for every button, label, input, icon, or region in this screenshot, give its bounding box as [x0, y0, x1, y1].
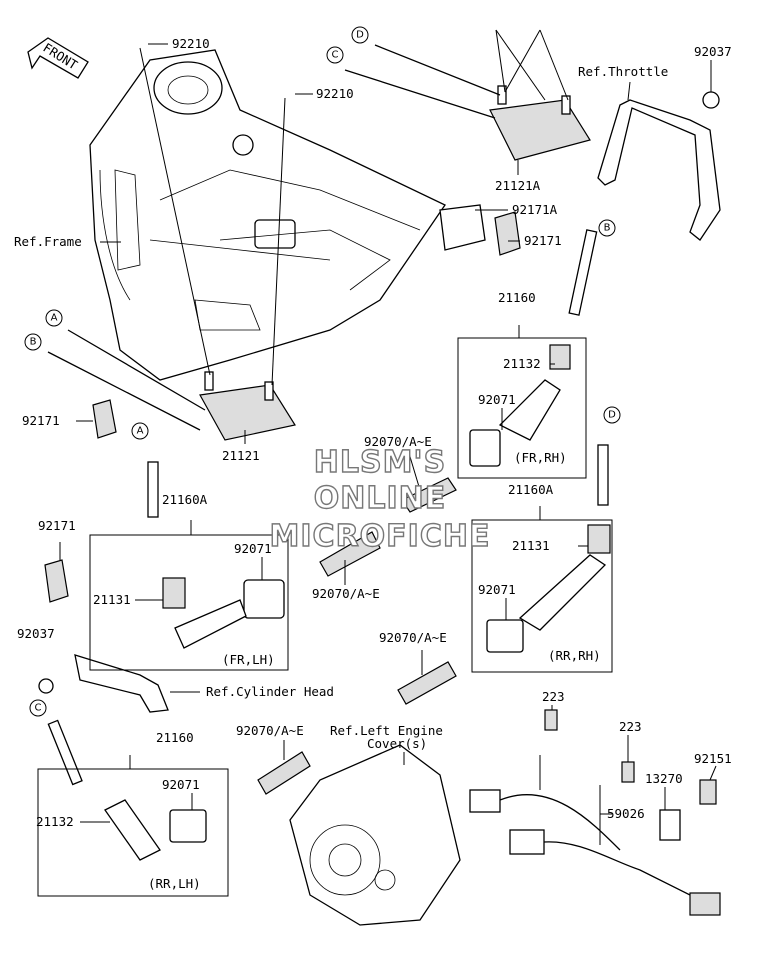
frame-illustration [89, 49, 446, 381]
label-rr-lh: (RR,LH) [148, 876, 201, 891]
ignition-coil-21121 [199, 371, 296, 441]
label-92037-top: 92037 [694, 44, 732, 59]
label-223-a: 223 [542, 689, 565, 704]
left-engine-cover [289, 744, 461, 926]
spark-plug-c [397, 661, 457, 705]
label-21121: 21121 [222, 448, 260, 463]
callout-c1: C [326, 46, 344, 64]
label-21160A-left: 21160A [162, 492, 208, 507]
label-21160-top: 21160 [498, 290, 536, 305]
leader-lines [59, 29, 717, 845]
holder-92171-right [494, 211, 521, 256]
watermark-line-3: MICROFICHE [270, 519, 491, 554]
label-fr-rh: (FR,RH) [514, 450, 567, 465]
label-92171A: 92171A [512, 202, 558, 217]
label-ref-frame: Ref.Frame [14, 234, 82, 249]
label-rr-rh: (RR,RH) [548, 648, 601, 663]
bolt-223-a [544, 709, 558, 731]
label-92071-top: 92071 [478, 392, 516, 407]
svg-text:A: A [137, 426, 144, 437]
label-ref-cylinder-head: Ref.Cylinder Head [206, 684, 334, 699]
label-92071-left: 92071 [234, 541, 272, 556]
label-13270: 13270 [645, 771, 683, 786]
label-ref-throttle: Ref.Throttle [578, 64, 668, 79]
label-21131-left: 21131 [93, 592, 131, 607]
label-92210-top: 92210 [172, 36, 210, 51]
clamp-92037 [38, 678, 54, 694]
label-92037-left: 92037 [17, 626, 55, 641]
callout-a1: A [45, 309, 63, 327]
label-ref-left-engine: Ref.Left Engine [330, 723, 443, 738]
cap-set-fr-lh [147, 461, 285, 649]
label-92171-left2: 92171 [38, 518, 76, 533]
part-labels: 92210 92210 92037 Ref.Throttle Ref.Frame… [14, 36, 732, 891]
spark-plug-d [257, 751, 311, 795]
label-92071-bottom: 92071 [162, 777, 200, 792]
label-92071-right: 92071 [478, 582, 516, 597]
label-92070-d: 92070/A~E [236, 723, 304, 738]
label-21160A-right: 21160A [508, 482, 554, 497]
svg-text:C: C [332, 50, 339, 61]
label-92151: 92151 [694, 751, 732, 766]
callout-a2: A [131, 422, 149, 440]
group-boxes [37, 325, 613, 897]
label-21160-bottom: 21160 [156, 730, 194, 745]
pickup-coil-harness [469, 779, 721, 916]
svg-text:A: A [51, 313, 58, 324]
label-21132-top: 21132 [503, 356, 541, 371]
watermark: HLSM'S ONLINE MICROFICHE [269, 444, 491, 554]
label-59026: 59026 [607, 806, 645, 821]
label-92171-right: 92171 [524, 233, 562, 248]
cap-set-rr-rh [486, 444, 611, 653]
watermark-line-2: ONLINE [314, 481, 447, 516]
callout-b1: B [24, 333, 42, 351]
label-fr-lh: (FR,LH) [222, 652, 275, 667]
callout-d1: D [351, 26, 369, 44]
holder-92171-left2 [44, 559, 69, 603]
holder-92171A [439, 204, 486, 251]
watermark-line-1: HLSM'S [314, 445, 446, 480]
wires-c-d [344, 44, 501, 119]
label-92070-b: 92070/A~E [312, 586, 380, 601]
spark-plug-b [319, 531, 381, 577]
callout-d2: D [603, 406, 621, 424]
label-cover-s: Cover(s) [367, 736, 427, 751]
label-223-b: 223 [619, 719, 642, 734]
svg-text:C: C [35, 703, 42, 714]
svg-text:D: D [356, 30, 364, 41]
svg-text:B: B [604, 223, 611, 234]
spark-plug-a [401, 477, 457, 513]
label-92171-left: 92171 [22, 413, 60, 428]
ignition-coil-21121A [489, 85, 591, 161]
front-arrow-badge: FRONT [27, 37, 89, 79]
bolt-223-b [621, 761, 635, 783]
svg-text:B: B [30, 337, 37, 348]
cap-set-fr-rh [469, 229, 598, 467]
cap-set-rr-lh [47, 719, 207, 861]
label-21121A: 21121A [495, 178, 541, 193]
wires-a-b [47, 329, 206, 431]
label-21131-right: 21131 [512, 538, 550, 553]
label-92070-c: 92070/A~E [379, 630, 447, 645]
label-21132-bottom: 21132 [36, 814, 74, 829]
label-92210-mid: 92210 [316, 86, 354, 101]
callout-b2: B [598, 219, 616, 237]
throttle-bracket [597, 91, 721, 241]
callout-c2: C [29, 699, 47, 717]
label-92070-a: 92070/A~E [364, 434, 432, 449]
svg-text:D: D [608, 410, 616, 421]
cylinder-head-bracket [74, 654, 169, 713]
holder-92171-left [92, 399, 117, 439]
